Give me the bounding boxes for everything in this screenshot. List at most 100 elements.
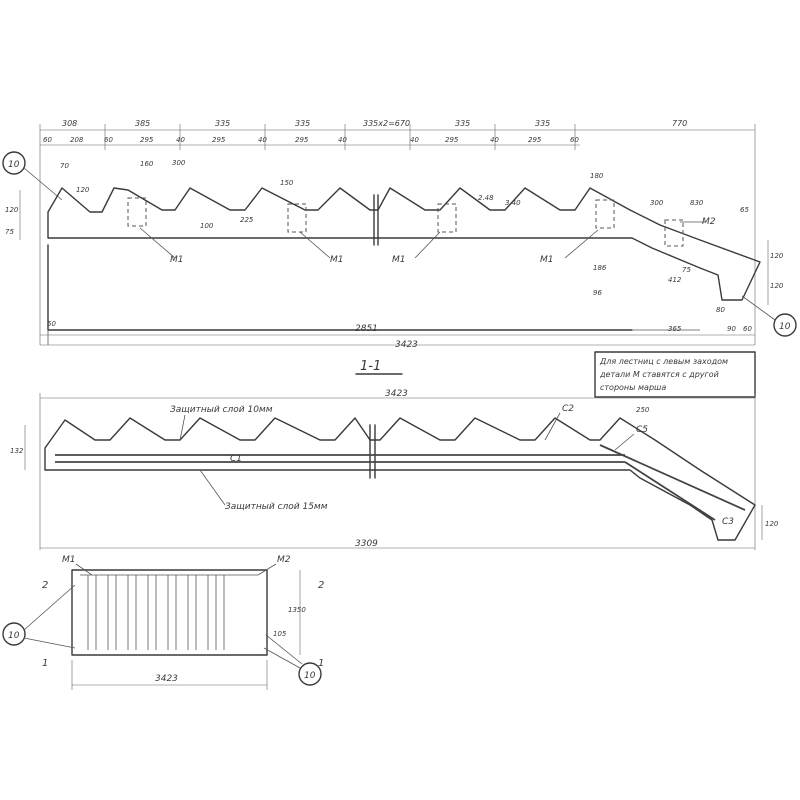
reinforcement-view: 3423 C1 C2 C5 C3 250 Защитный слой 10мм … [10, 389, 779, 550]
dim-sub-40a: 40 [176, 136, 185, 144]
plan-callout-10-right [298, 662, 322, 686]
dim-75: 75 [682, 266, 691, 274]
dim-2851: 2851 [355, 324, 378, 334]
dim-225: 225 [240, 216, 254, 224]
dim-top-335a: 335 [215, 119, 230, 128]
dim-120-v2: 120 [765, 520, 779, 528]
mark-c3: C3 [722, 517, 734, 527]
rebar-c2 [599, 444, 746, 511]
dim-top-770: 770 [672, 119, 687, 128]
dim-sub-40c: 40 [338, 136, 347, 144]
note-line-2: детали М ставятся с другой [599, 370, 719, 379]
dim-830: 830 [690, 199, 704, 207]
note-line-3: стороны марша [600, 383, 666, 392]
dim-160: 160 [140, 160, 154, 168]
dim-50-left: 50 [47, 320, 56, 328]
dim-top-385: 385 [135, 119, 150, 128]
embed-m1-c [437, 203, 457, 233]
dim-96: 96 [593, 289, 602, 297]
dim-top-335d: 335 [535, 119, 550, 128]
dim-250: 250 [636, 406, 650, 414]
dim-3423-top: 3423 [395, 340, 418, 350]
plan-mark-m1: M1 [62, 555, 76, 565]
dim-100: 100 [200, 222, 214, 230]
callout-10-right-text: 10 [779, 322, 791, 332]
dim-248: 2.48 [478, 194, 494, 202]
rebar-c5 [624, 461, 716, 521]
mark-m1-c: M1 [392, 255, 406, 265]
dim-65: 65 [740, 206, 749, 214]
elevation-view: 308 385 335 335 335x2=670 335 335 770 60… [2, 119, 797, 350]
plan-callout-10-left [2, 622, 26, 646]
embed-m1-d [595, 199, 615, 229]
dim-sub-40d: 40 [410, 136, 419, 144]
dim-3423-v2: 3423 [385, 389, 408, 399]
dim-300-b: 300 [650, 199, 664, 207]
mark-c2: C2 [562, 404, 574, 414]
dim-sub-295c: 295 [295, 136, 309, 144]
dim-180: 180 [590, 172, 604, 180]
dim-sub-208: 208 [70, 136, 84, 144]
dim-80: 80 [716, 306, 725, 314]
plan-dim-3423: 3423 [155, 674, 178, 684]
callout-10-right [773, 313, 797, 337]
plan-view: M1 M2 2 1 2 1 10 10 1350 105 3423 [2, 555, 324, 690]
dim-top-335c: 335 [455, 119, 470, 128]
dim-top-670: 335x2=670 [363, 119, 410, 128]
plan-mark-m2: M2 [277, 555, 291, 565]
dim-186: 186 [593, 264, 607, 272]
embed-m1-a [127, 197, 147, 227]
dim-sub-40e: 40 [490, 136, 499, 144]
plan-dim-1350: 1350 [288, 606, 306, 614]
dim-365: 365 [668, 325, 682, 333]
dim-412: 412 [668, 276, 682, 284]
dim-left-120: 120 [5, 206, 19, 214]
mark-m1-b: M1 [330, 255, 344, 265]
dim-90: 90 [727, 325, 736, 333]
plan-section-1-right: 1 [318, 658, 324, 669]
reinforcement-profile [44, 417, 756, 541]
dim-top-335b: 335 [295, 119, 310, 128]
dim-300-a: 300 [172, 159, 186, 167]
dim-right-120a: 120 [770, 252, 784, 260]
cover-bottom-label: Защитный слой 15мм [225, 502, 328, 512]
dim-70: 70 [60, 162, 69, 170]
dim-120-left: 120 [76, 186, 90, 194]
dim-sub-60b: 60 [104, 136, 113, 144]
plan-outline [71, 569, 268, 656]
dim-sub-40b: 40 [258, 136, 267, 144]
dim-sub-60c: 60 [570, 136, 579, 144]
embed-m1-b [287, 203, 307, 233]
note-box [594, 351, 756, 398]
dim-60: 60 [743, 325, 752, 333]
dim-sub-295d: 295 [445, 136, 459, 144]
cover-top-label: Защитный слой 10мм [170, 405, 273, 415]
plan-section-2-left: 2 [42, 580, 48, 591]
mark-m2: M2 [702, 217, 716, 227]
section-label: 1-1 [360, 359, 381, 374]
dim-sub-295e: 295 [528, 136, 542, 144]
dim-left-75: 75 [5, 228, 14, 236]
plan-section-1-left: 1 [42, 658, 48, 669]
dim-sub-60: 60 [43, 136, 52, 144]
plan-dim-105: 105 [273, 630, 287, 638]
stair-profile [47, 187, 761, 301]
note-line-1: Для лестниц с левым заходом [599, 357, 728, 366]
mark-c1: C1 [230, 454, 242, 464]
dim-3309: 3309 [355, 539, 378, 549]
dim-right-120b: 120 [770, 282, 784, 290]
dim-132: 132 [10, 447, 24, 455]
dim-sub-295a: 295 [140, 136, 154, 144]
mark-m1-a: M1 [170, 255, 184, 265]
callout-10-left [2, 151, 26, 175]
plan-callout-10-left-text: 10 [8, 631, 20, 641]
mark-c5: C5 [636, 425, 648, 435]
plan-callout-10-right-text: 10 [304, 671, 316, 681]
mark-m1-d: M1 [540, 255, 554, 265]
dim-340: 3.40 [505, 199, 521, 207]
plan-section-2-right: 2 [318, 580, 324, 591]
embed-m2 [664, 219, 684, 247]
dim-150: 150 [280, 179, 294, 187]
dim-sub-295b: 295 [212, 136, 226, 144]
